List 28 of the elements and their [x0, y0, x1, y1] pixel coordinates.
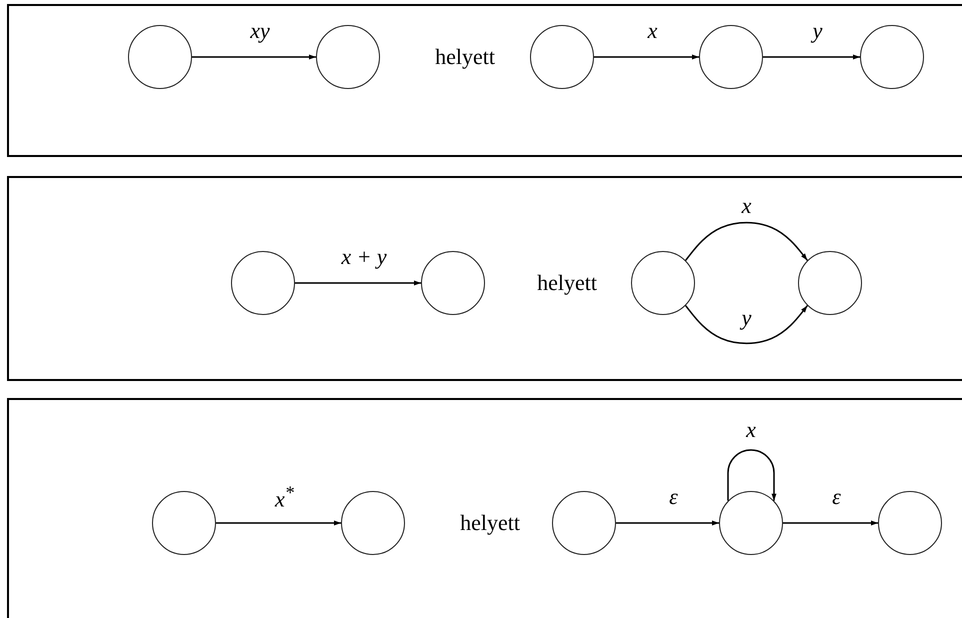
edge-label: xy	[250, 20, 270, 42]
state-circle	[798, 251, 862, 315]
arrow	[216, 520, 341, 526]
edge-label: x	[742, 195, 752, 217]
edge-label: x$^{*}$	[275, 483, 294, 511]
panel-frame	[7, 4, 962, 157]
comparison-word: helyett	[435, 46, 495, 68]
arrow	[594, 54, 699, 60]
comparison-word: helyett	[460, 512, 520, 534]
state-circle	[631, 251, 695, 315]
arrow	[783, 520, 878, 526]
edge-label: y	[812, 20, 822, 42]
comparison-word: helyett	[537, 272, 597, 294]
arrow	[616, 520, 719, 526]
self-loop-arrow	[727, 449, 776, 501]
edge-label: x	[746, 419, 756, 441]
panel-frame	[7, 176, 962, 381]
edge-label: y	[742, 307, 752, 329]
arrow	[685, 305, 808, 344]
edge-label: ε	[669, 486, 678, 508]
panel-frame	[7, 398, 962, 618]
arrow	[192, 54, 316, 60]
arrow	[763, 54, 860, 60]
edge-label: x + y	[341, 246, 387, 268]
arrow	[295, 280, 421, 286]
arrow	[685, 222, 808, 261]
edge-label: x	[648, 20, 658, 42]
edge-label: ε	[832, 486, 841, 508]
